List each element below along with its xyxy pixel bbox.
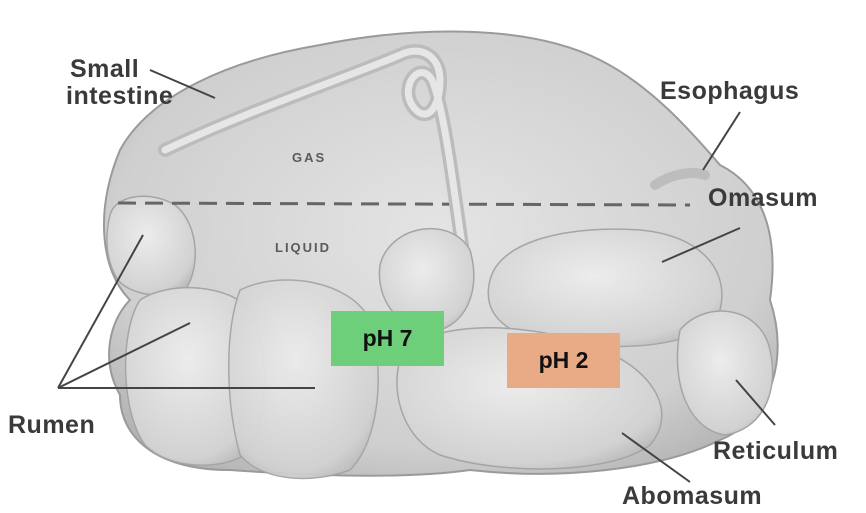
abomasum-ph-box: pH 2 — [507, 333, 620, 388]
small-intestine-label: Small intestine — [66, 56, 173, 110]
liquid-label: LIQUID — [275, 240, 331, 255]
rumen-ventral-sac — [229, 280, 378, 478]
abomasum-label: Abomasum — [622, 483, 762, 510]
small-intestine-label-line2: intestine — [66, 83, 173, 110]
esophagus-leader — [703, 112, 740, 170]
rumen-ph-box: pH 7 — [331, 311, 444, 366]
rumen-label: Rumen — [8, 412, 95, 439]
gas-liquid-divider — [118, 203, 690, 205]
small-intestine-label-line1: Small — [66, 56, 173, 83]
reticulum-label: Reticulum — [713, 438, 838, 465]
gas-label: GAS — [292, 150, 326, 165]
rumen-dorsal-lobe — [107, 196, 195, 295]
esophagus-label: Esophagus — [660, 78, 799, 105]
omasum-label: Omasum — [708, 185, 818, 212]
